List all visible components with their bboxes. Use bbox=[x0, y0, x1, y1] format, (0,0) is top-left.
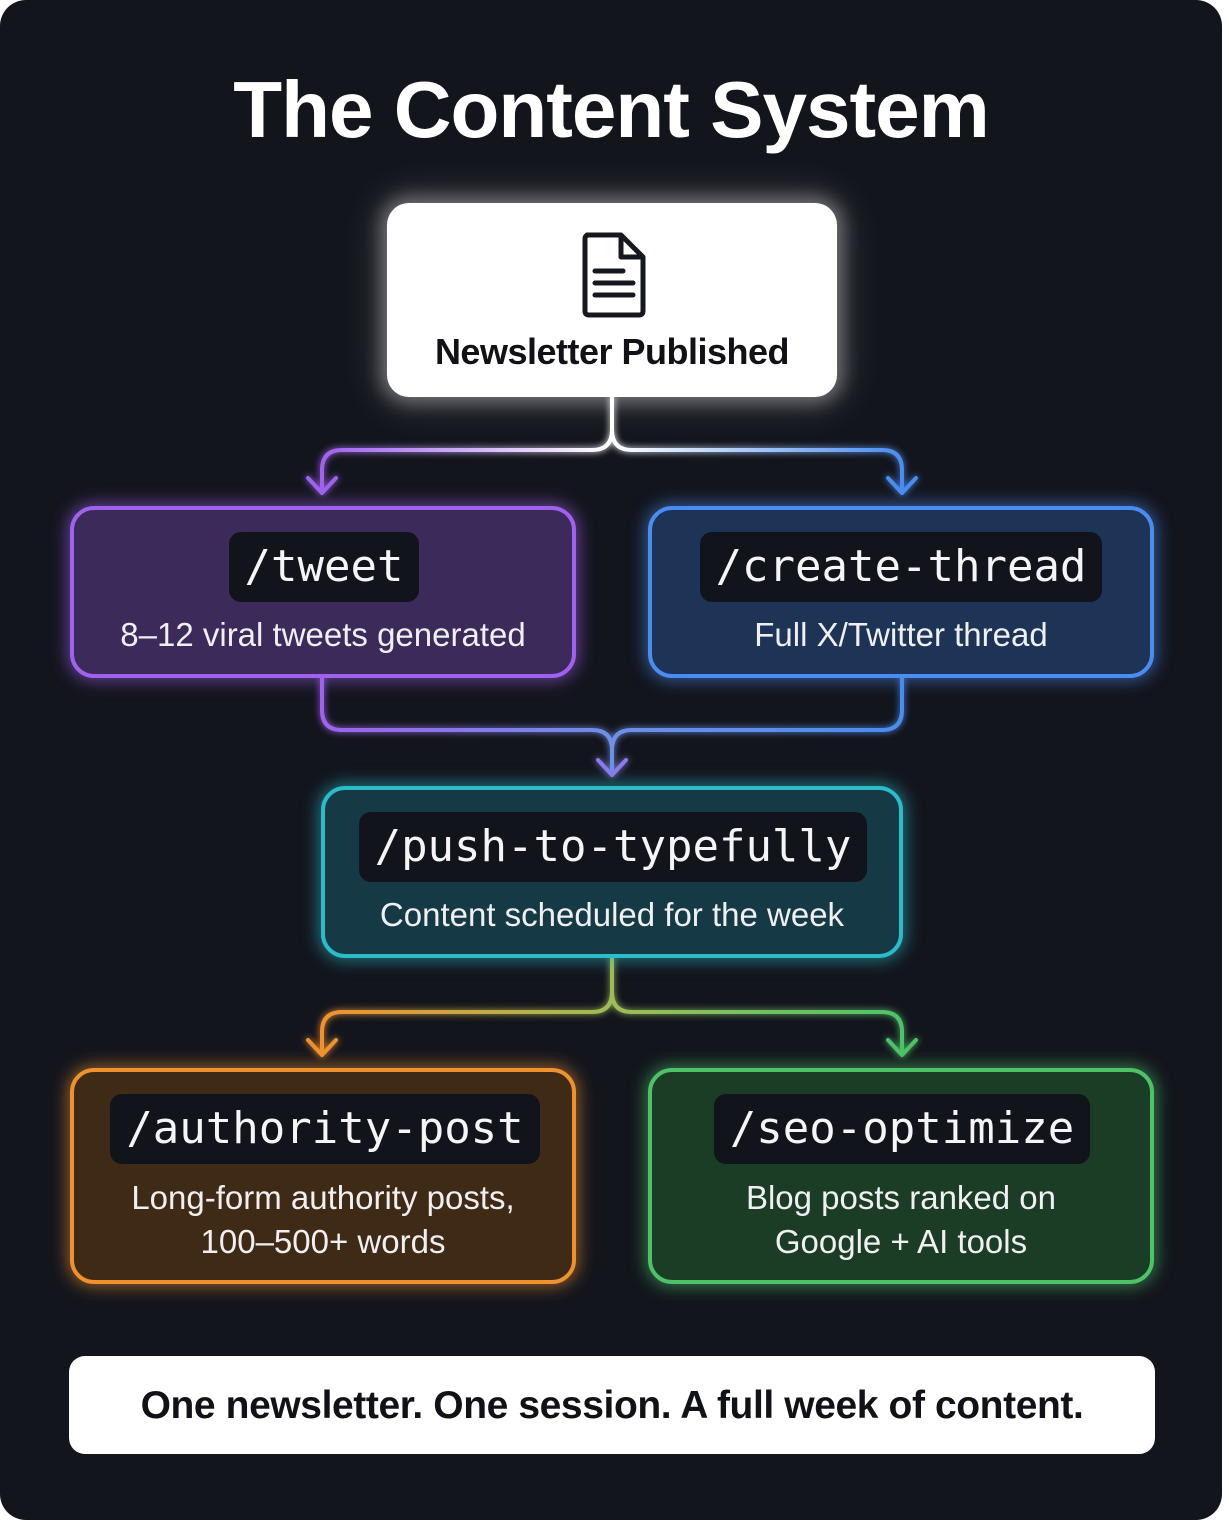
node-description-line2: Google + AI tools bbox=[774, 1223, 1028, 1260]
node-description: 8–12 viral tweets generated bbox=[120, 616, 526, 653]
command-label: /authority-post bbox=[110, 1094, 540, 1164]
edge-push-authority bbox=[320, 956, 614, 1054]
edge-push-seo bbox=[610, 990, 904, 1054]
diagram-title: The Content System bbox=[233, 65, 989, 154]
arrow-to-push bbox=[596, 758, 628, 777]
command-label: /create-thread bbox=[700, 532, 1102, 602]
node-label: Newsletter Published bbox=[434, 331, 790, 372]
edge-thread-push bbox=[610, 676, 904, 752]
footer-text: One newsletter. One session. A full week… bbox=[140, 1384, 1084, 1427]
footer-banner: One newsletter. One session. A full week… bbox=[69, 1356, 1155, 1454]
arrow-to-tweet bbox=[306, 476, 338, 495]
node-push-to-typefully: /push-to-typefully Content scheduled for… bbox=[321, 786, 903, 958]
edge-tweet-push bbox=[320, 676, 614, 774]
node-description-line1: Blog posts ranked on bbox=[745, 1179, 1057, 1216]
node-description: Full X/Twitter thread bbox=[754, 616, 1048, 653]
document-icon bbox=[582, 232, 646, 318]
arrow-to-authority bbox=[306, 1038, 338, 1057]
arrow-to-thread bbox=[886, 476, 918, 495]
command-label: /push-to-typefully bbox=[359, 812, 867, 882]
node-newsletter-published: Newsletter Published bbox=[387, 203, 837, 397]
node-description: Content scheduled for the week bbox=[379, 896, 845, 933]
node-description-line2: 100–500+ words bbox=[200, 1223, 446, 1260]
node-seo-optimize: /seo-optimize Blog posts ranked on Googl… bbox=[648, 1068, 1154, 1284]
command-label: /tweet bbox=[229, 532, 419, 602]
node-description-line1: Long-form authority posts, bbox=[131, 1179, 515, 1216]
arrow-to-seo bbox=[886, 1038, 918, 1057]
node-authority-post: /authority-post Long-form authority post… bbox=[70, 1068, 576, 1284]
node-tweet: /tweet 8–12 viral tweets generated bbox=[70, 506, 576, 678]
command-label: /seo-optimize bbox=[714, 1094, 1090, 1164]
edge-root-thread bbox=[610, 428, 904, 492]
edge-root-tweet bbox=[320, 395, 614, 492]
node-create-thread: /create-thread Full X/Twitter thread bbox=[648, 506, 1154, 678]
